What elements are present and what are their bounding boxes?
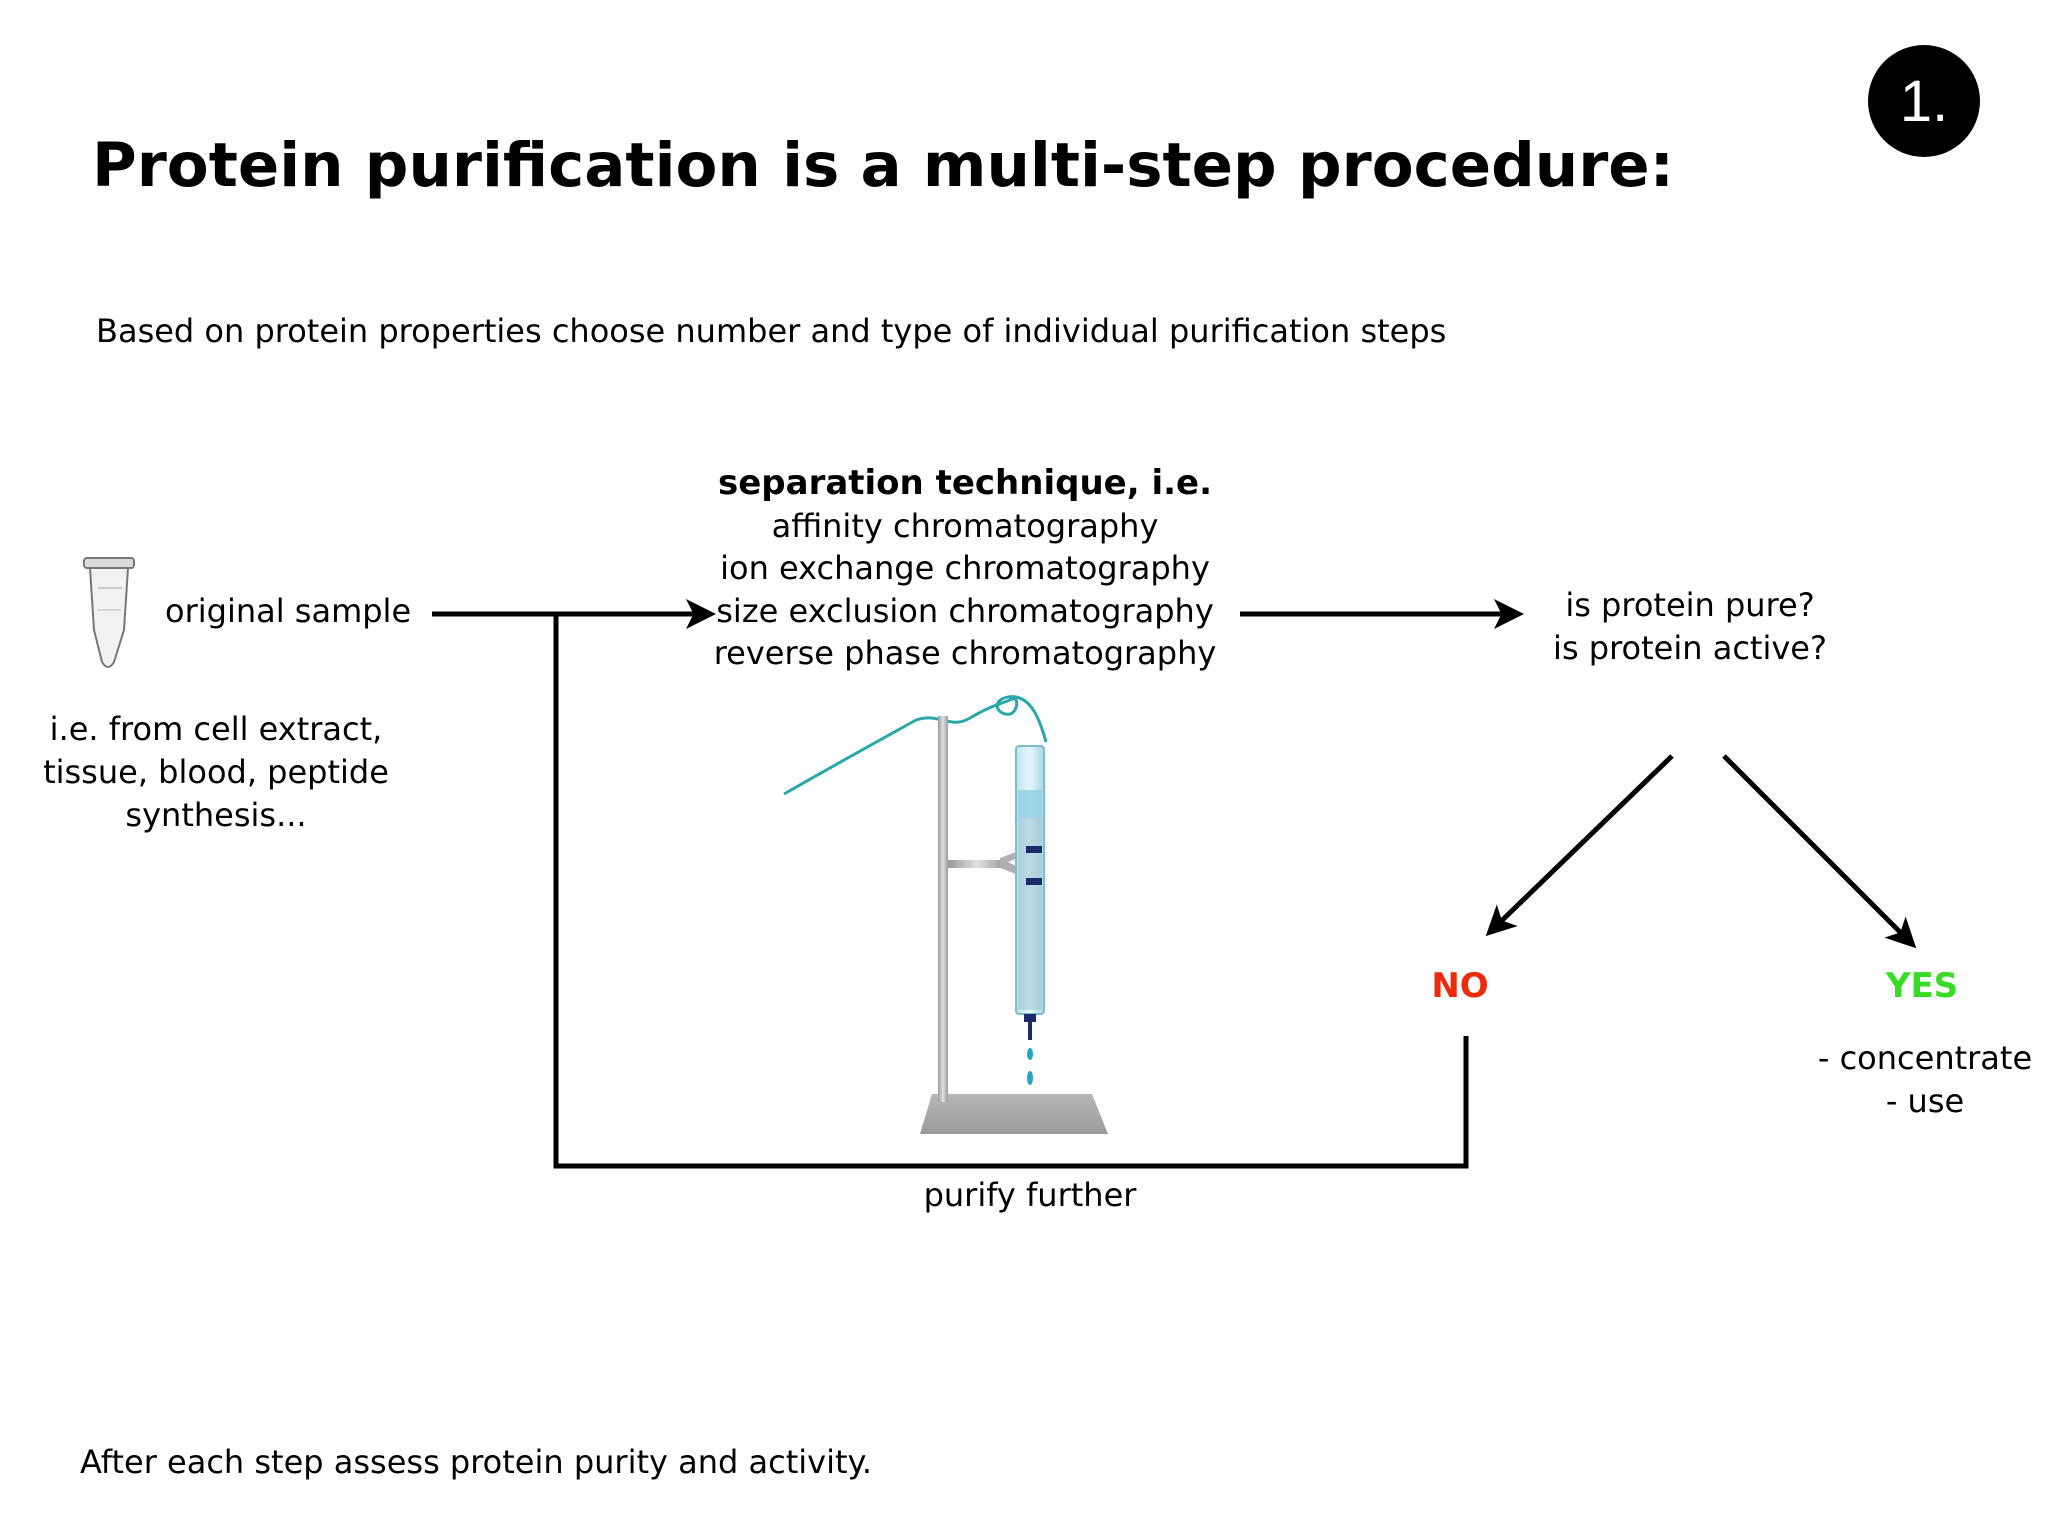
question-purity: is protein pure?: [1565, 586, 1815, 624]
slide-number-badge: 1.: [1868, 45, 1980, 157]
slide-title: Protein purification is a multi-step pro…: [92, 130, 1675, 201]
yes-action-item: - use: [1885, 1081, 1965, 1120]
arrow-to-no: [1485, 754, 1674, 937]
question-activity: is protein active?: [1553, 628, 1827, 667]
separation-techniques-box: separation technique, i.e. affinity chro…: [700, 462, 1230, 675]
sample-note-line: tissue, blood, peptide: [43, 753, 389, 791]
sample-source-note: i.e. from cell extract, tissue, blood, p…: [40, 708, 392, 837]
purify-further-label: purify further: [923, 1176, 1137, 1214]
sample-tube-icon: [83, 557, 135, 668]
slide-subtitle: Based on protein properties choose numbe…: [96, 312, 1447, 350]
technique-item: affinity chromatography: [771, 506, 1159, 545]
technique-item: ion exchange chromatography: [720, 549, 1210, 587]
separation-heading: separation technique, i.e.: [717, 463, 1213, 503]
outcome-yes-label: YES: [1885, 966, 1959, 1006]
arrow-to-yes: [1722, 754, 1917, 949]
check-questions: is protein pure? is protein active?: [1530, 584, 1850, 669]
purify-further-loop: [553, 614, 1469, 1169]
yes-action-item: - concentrate: [1817, 1039, 2033, 1077]
yes-actions: - concentrate - use: [1790, 1037, 2048, 1122]
technique-item: reverse phase chromatography: [713, 634, 1217, 672]
technique-item: size exclusion chromatography: [716, 591, 1214, 630]
outcome-no-label: NO: [1431, 966, 1489, 1006]
sample-note-line: synthesis...: [125, 796, 307, 834]
sample-note-line: i.e. from cell extract,: [49, 710, 383, 748]
original-sample-label: original sample: [165, 592, 412, 630]
chromatography-column-illustration: [783, 695, 1108, 1134]
slide-footnote: After each step assess protein purity an…: [80, 1443, 873, 1481]
